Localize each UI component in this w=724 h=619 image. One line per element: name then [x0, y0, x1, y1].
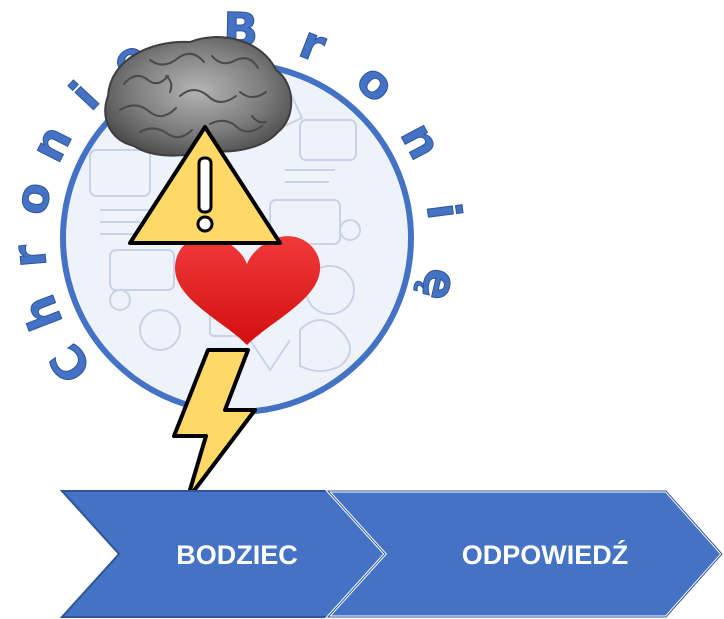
- process-flow: BODZIEC ODPOWIEDŹ: [62, 491, 722, 617]
- logo-left-letter: o: [3, 178, 62, 219]
- process-step-label-bodziec: BODZIEC: [176, 540, 298, 570]
- logo-left-letter: h: [11, 288, 73, 338]
- logo-right-letter: ę: [410, 264, 470, 307]
- logo-right-letter: n: [390, 114, 453, 168]
- logo-left-letter: r: [1, 242, 57, 270]
- process-step-label-odpowiedz: ODPOWIEDŹ: [462, 539, 629, 570]
- logo-left-letter: i: [59, 72, 109, 120]
- logo-left-letter: n: [20, 116, 83, 170]
- logo-right-letter: o: [346, 52, 406, 113]
- logo-right-letter: i: [416, 200, 472, 223]
- logo-right-letter: r: [293, 15, 334, 74]
- logo-left-letter: C: [39, 334, 102, 393]
